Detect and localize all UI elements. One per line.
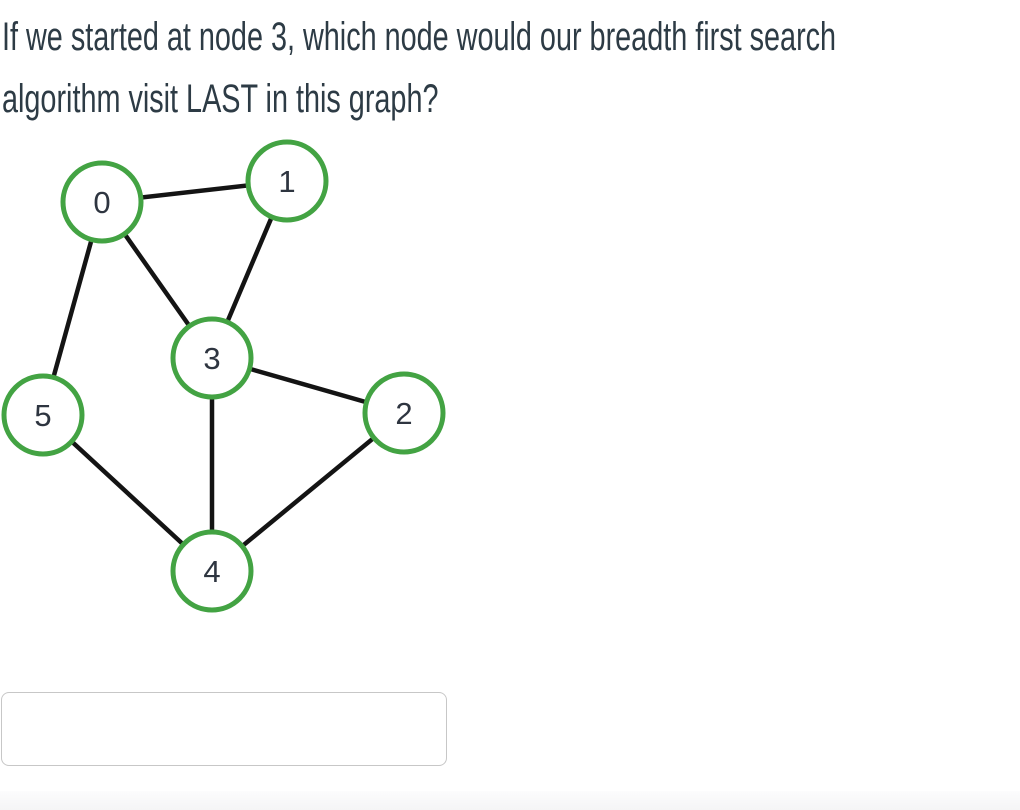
graph-node-label-2: 2 bbox=[395, 396, 412, 431]
graph-figure: 0 1 3 5 2 4 bbox=[0, 122, 460, 622]
graph-node-label-0: 0 bbox=[93, 185, 110, 220]
graph-svg: 0 1 3 5 2 4 bbox=[1, 139, 446, 613]
graph-node-2 bbox=[362, 371, 446, 455]
graph-node-label-1: 1 bbox=[278, 164, 295, 199]
graph-node-3 bbox=[170, 316, 254, 400]
question-line-2: algorithm visit LAST in this graph? bbox=[2, 77, 439, 121]
graph-node-label-3: 3 bbox=[203, 341, 220, 376]
graph-node-1 bbox=[245, 139, 329, 223]
bottom-divider bbox=[0, 791, 1020, 810]
graph-node-4 bbox=[170, 529, 254, 613]
question-line-1: If we started at node 3, which node woul… bbox=[2, 15, 837, 59]
graph-node-0 bbox=[60, 160, 144, 244]
question-text: If we started at node 3, which node woul… bbox=[2, 6, 1002, 130]
graph-node-5 bbox=[1, 373, 85, 457]
graph-node-label-4: 4 bbox=[203, 554, 220, 589]
answer-input[interactable] bbox=[1, 692, 447, 766]
graph-node-label-5: 5 bbox=[34, 398, 51, 433]
